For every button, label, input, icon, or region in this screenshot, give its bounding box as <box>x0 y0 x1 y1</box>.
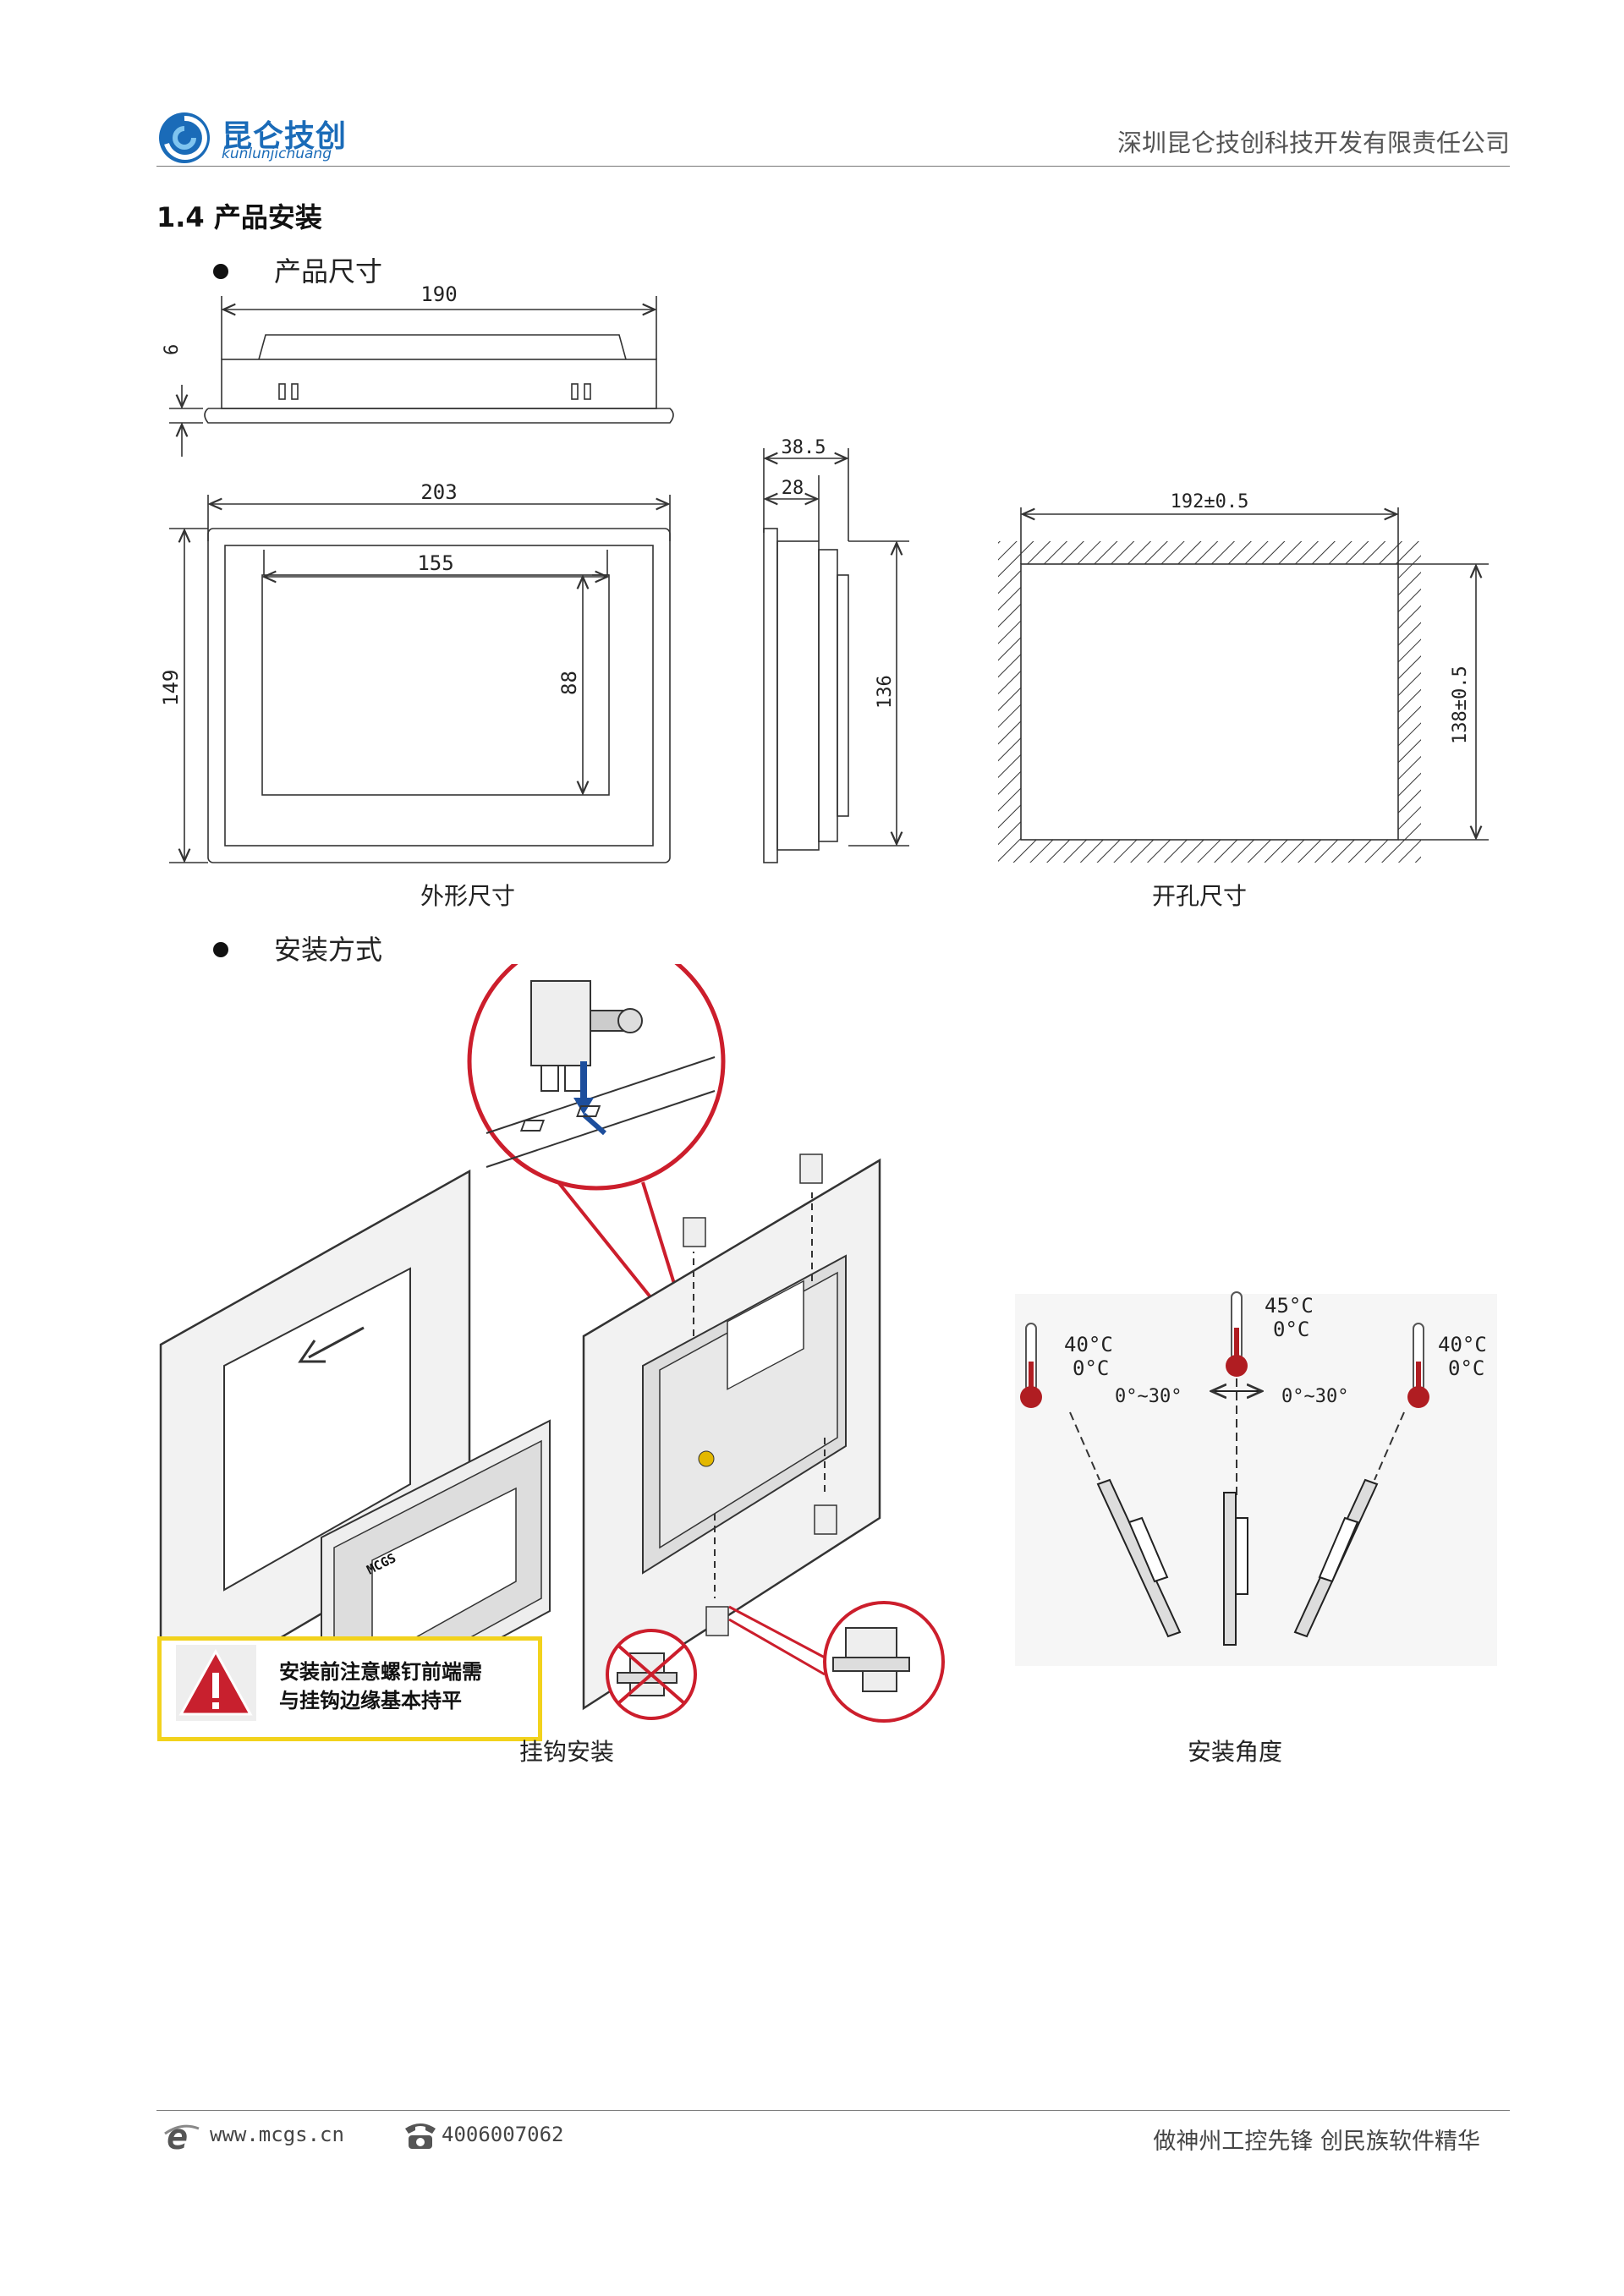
hook-detail-circle <box>467 964 726 1191</box>
install-illustration: MCGS <box>159 964 1497 1725</box>
warning-line1: 安装前注意螺钉前端需 <box>279 1660 482 1684</box>
side-view <box>763 448 909 863</box>
hook-wrong-circle <box>606 1629 697 1720</box>
bullet-icon <box>213 941 228 957</box>
front-view <box>169 495 671 863</box>
web-icon: e <box>163 2116 200 2157</box>
temp-right-high: 40°C <box>1438 1333 1487 1356</box>
warning-line2: 与挂钩边缘基本持平 <box>279 1689 462 1712</box>
caption-hook: 挂钩安装 <box>519 1738 615 1766</box>
dim-front-width: 203 <box>420 480 457 504</box>
footer-divider <box>156 2110 1510 2111</box>
footer-slogan: 做神州工控先锋 创民族软件精华 <box>1153 2129 1480 2155</box>
dim-side-depth2: 28 <box>782 478 804 499</box>
phone-icon <box>402 2117 439 2154</box>
bullet-install-method: 安装方式 <box>213 929 382 967</box>
angle-diagram: 40°C 0°C 45°C 0°C 40°C 0°C 0°~30° 0°~30° <box>1015 1291 1497 1666</box>
angle-right-range: 0°~30° <box>1281 1386 1348 1407</box>
thermometer-right-icon <box>1407 1323 1429 1408</box>
device-tilt-right <box>1293 1478 1379 1638</box>
top-view <box>169 296 674 457</box>
device-vertical <box>1223 1492 1248 1646</box>
temp-left-low: 0°C <box>1073 1356 1109 1380</box>
dim-screen-width: 155 <box>417 551 453 575</box>
dim-side-depth: 38.5 <box>782 437 826 458</box>
dim-cutout-height: 138±0.5 <box>1450 666 1471 744</box>
dim-cutout-width: 192±0.5 <box>1171 491 1249 512</box>
svg-text:e: e <box>167 2117 188 2154</box>
logo-icon <box>159 112 210 163</box>
temp-center-high: 45°C <box>1265 1294 1314 1318</box>
header-divider <box>156 166 1510 167</box>
temp-center-low: 0°C <box>1273 1318 1309 1341</box>
logo-text: 昆仑技创 <box>222 119 348 154</box>
bullet-icon <box>213 263 228 279</box>
cutout-view <box>998 507 1489 863</box>
caption-outline: 外形尺寸 <box>420 882 516 910</box>
dim-top-width: 190 <box>420 282 457 306</box>
device-tilt-left <box>1096 1478 1182 1638</box>
company-name: 深圳昆仑技创科技开发有限责任公司 <box>1116 129 1510 157</box>
bullet-product-size: 产品尺寸 <box>213 250 382 289</box>
dim-top-height: 6 <box>162 344 183 355</box>
warning-icon <box>176 1645 256 1724</box>
thermometer-center-icon <box>1226 1291 1248 1377</box>
warning-text: 安装前注意螺钉前端需 与挂钩边缘基本持平 <box>279 1658 482 1715</box>
thermometer-left-icon <box>1020 1323 1042 1408</box>
dim-screen-height: 88 <box>557 671 581 695</box>
caption-angle: 安装角度 <box>1188 1738 1283 1766</box>
logo <box>156 110 212 166</box>
angle-left-range: 0°~30° <box>1115 1386 1182 1407</box>
dim-side-height: 136 <box>875 675 896 709</box>
hook-correct-circle <box>728 1601 945 1723</box>
caption-cutout: 开孔尺寸 <box>1152 882 1248 910</box>
dimension-drawings: 190 6 203 155 88 149 38.5 28 136 <box>159 282 1489 863</box>
mounting-panel-left <box>159 1169 471 1711</box>
dim-front-height: 149 <box>159 670 183 706</box>
temp-left-high: 40°C <box>1064 1333 1113 1356</box>
logo-subtext: kunlunjichuang <box>222 145 332 162</box>
temp-right-low: 0°C <box>1448 1356 1484 1380</box>
section-title: 1.4 产品安装 <box>156 201 322 233</box>
footer-phone: 4006007062 <box>442 2123 564 2146</box>
bullet-label: 产品尺寸 <box>274 255 383 288</box>
bullet-label: 安装方式 <box>274 934 383 966</box>
mounting-panel-right <box>582 1153 881 1711</box>
footer-website[interactable]: www.mcgs.cn <box>210 2123 344 2146</box>
